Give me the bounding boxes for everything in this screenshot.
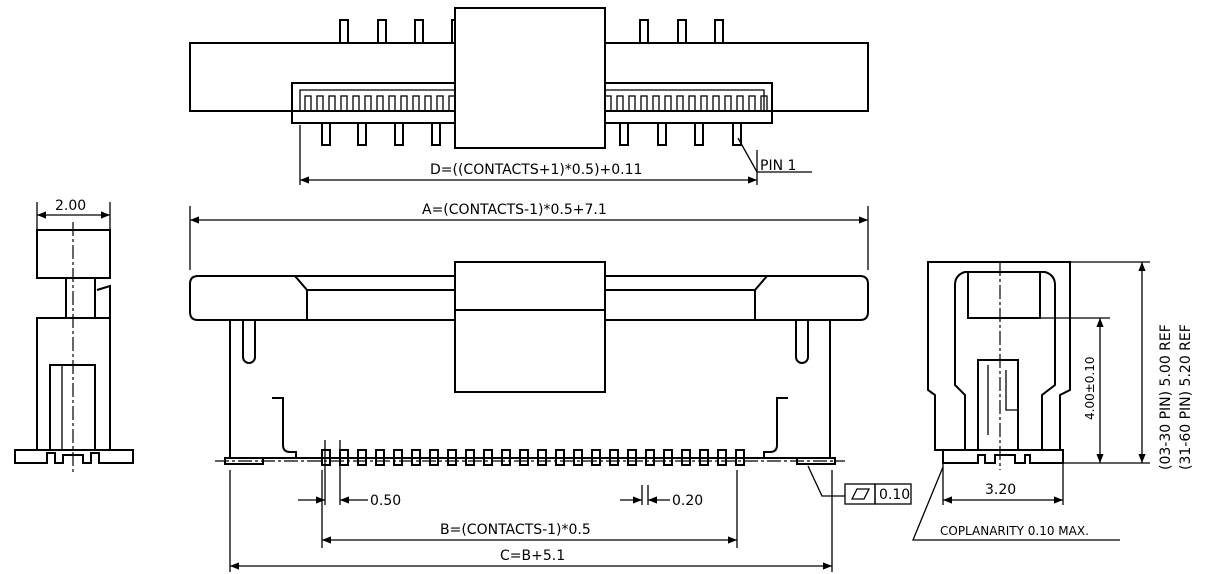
front-contact bbox=[483, 449, 493, 466]
front-contact bbox=[465, 449, 475, 466]
comb-tooth bbox=[628, 95, 636, 112]
comb-tooth bbox=[412, 95, 420, 112]
right-side-view: 4.00±0.10 (03-30 PIN) 5.00 REF (31-60 PI… bbox=[912, 261, 1194, 541]
front-contact bbox=[411, 449, 421, 466]
bottom-pin bbox=[732, 122, 742, 146]
ref-short-label: (03-30 PIN) 5.00 REF bbox=[1158, 324, 1174, 470]
top-pin bbox=[677, 19, 687, 44]
comb-tooth bbox=[400, 95, 408, 112]
bottom-pin bbox=[619, 122, 629, 146]
bottom-pin bbox=[694, 122, 704, 146]
ref-long-label: (31-60 PIN) 5.20 REF bbox=[1178, 324, 1194, 470]
comb-tooth bbox=[748, 95, 756, 112]
front-contact bbox=[537, 449, 547, 466]
comb-tooth bbox=[688, 95, 696, 112]
front-contact bbox=[717, 449, 727, 466]
comb-tooth bbox=[316, 95, 324, 112]
front-view: A=(CONTACTS-1)*0.5+7.1 0.50 0 bbox=[189, 202, 912, 572]
front-contact bbox=[393, 449, 403, 466]
front-contact bbox=[699, 449, 709, 466]
bottom-pin bbox=[431, 122, 441, 146]
left-side-view: 2.00 bbox=[14, 198, 134, 472]
comb-tooth bbox=[736, 95, 744, 112]
comb-tooth bbox=[676, 95, 684, 112]
front-contact bbox=[735, 449, 745, 466]
comb-tooth bbox=[724, 95, 732, 112]
front-contact bbox=[429, 449, 439, 466]
comb-tooth bbox=[616, 95, 624, 112]
b-formula-label: B=(CONTACTS-1)*0.5 bbox=[440, 522, 591, 538]
a-formula-label: A=(CONTACTS-1)*0.5+7.1 bbox=[422, 202, 607, 218]
comb-tooth bbox=[664, 95, 672, 112]
side-width-label: 2.00 bbox=[55, 198, 86, 214]
bottom-pin bbox=[657, 122, 667, 146]
top-pin bbox=[639, 19, 649, 44]
c-formula-label: C=B+5.1 bbox=[500, 548, 565, 564]
comb-tooth bbox=[760, 95, 768, 112]
coplanarity-label: COPLANARITY 0.10 MAX. bbox=[940, 524, 1089, 538]
front-contact bbox=[591, 449, 601, 466]
front-contact bbox=[681, 449, 691, 466]
front-contact bbox=[321, 449, 331, 466]
comb-tooth bbox=[340, 95, 348, 112]
comb-tooth bbox=[652, 95, 660, 112]
front-contact bbox=[573, 449, 583, 466]
bottom-pin-row bbox=[321, 122, 742, 146]
pitch-label: 0.50 bbox=[370, 493, 401, 509]
front-contact bbox=[519, 449, 529, 466]
front-contact bbox=[501, 449, 511, 466]
front-contact bbox=[357, 449, 367, 466]
comb-tooth bbox=[352, 95, 360, 112]
height-label: 4.00±0.10 bbox=[1083, 357, 1097, 421]
front-contact bbox=[627, 449, 637, 466]
bottom-pin bbox=[321, 122, 331, 146]
top-pin bbox=[339, 19, 349, 44]
comb-tooth bbox=[424, 95, 432, 112]
comb-tooth bbox=[712, 95, 720, 112]
front-contact bbox=[609, 449, 619, 466]
comb-tooth bbox=[376, 95, 384, 112]
top-pin bbox=[377, 19, 387, 44]
front-contact bbox=[555, 449, 565, 466]
front-contact bbox=[447, 449, 457, 466]
comb-tooth bbox=[328, 95, 336, 112]
comb-tooth bbox=[388, 95, 396, 112]
depth-label: 3.20 bbox=[985, 482, 1016, 498]
comb-tooth bbox=[640, 95, 648, 112]
front-contact bbox=[645, 449, 655, 466]
bottom-pin bbox=[394, 122, 404, 146]
comb-tooth bbox=[304, 95, 312, 112]
contact-width-label: 0.20 bbox=[672, 493, 703, 509]
d-formula-label: D=((CONTACTS+1)*0.5)+0.11 bbox=[430, 162, 642, 178]
front-contact bbox=[375, 449, 385, 466]
comb-tooth bbox=[436, 95, 444, 112]
comb-tooth bbox=[364, 95, 372, 112]
flatness-icon bbox=[850, 488, 871, 500]
front-contact bbox=[663, 449, 673, 466]
front-contact-row bbox=[321, 449, 745, 466]
pin1-label: PIN 1 bbox=[760, 158, 796, 174]
bottom-pin bbox=[357, 122, 367, 146]
comb-tooth bbox=[700, 95, 708, 112]
flatness-value: 0.10 bbox=[879, 487, 910, 503]
top-pin bbox=[414, 19, 424, 44]
top-view: D=((CONTACTS+1)*0.5)+0.11 PIN 1 bbox=[189, 7, 869, 185]
top-pin bbox=[714, 19, 724, 44]
